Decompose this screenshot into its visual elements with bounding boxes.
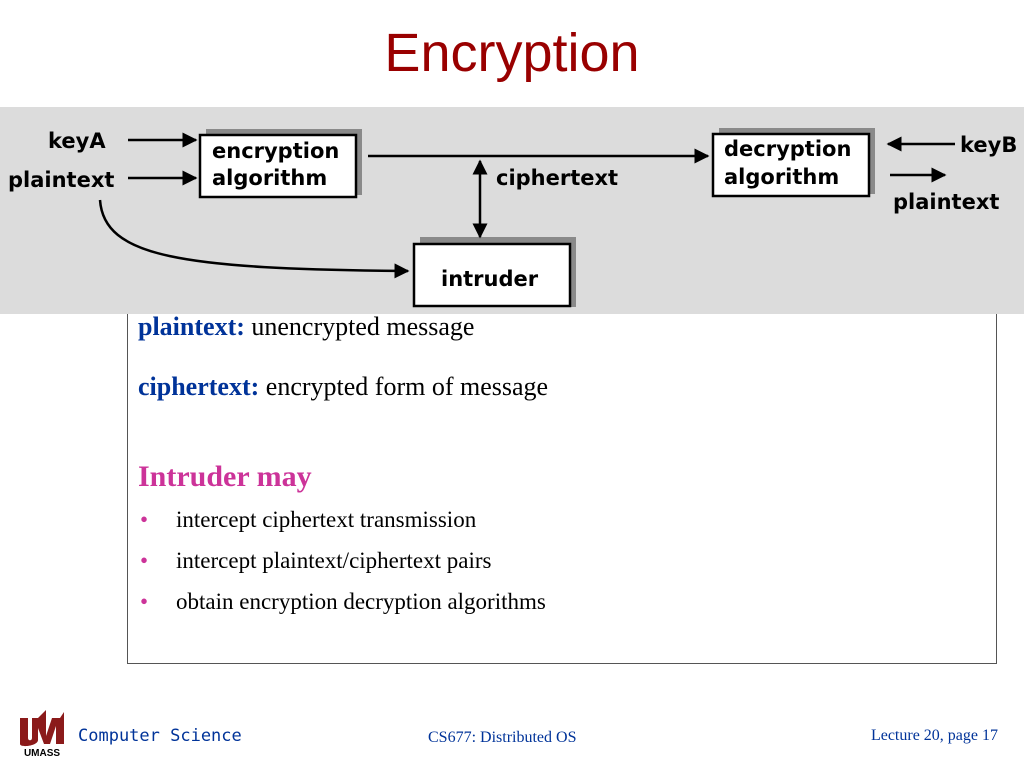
encryption-label-line1: encryption xyxy=(212,139,339,163)
plaintext-to-intruder-arrow xyxy=(98,199,410,279)
decryption-box xyxy=(711,132,871,198)
diagram-svg: keyA plaintext encryption algorithm ciph… xyxy=(8,128,1017,308)
ciphertext-label: ciphertext xyxy=(496,166,618,190)
decryption-label-line1: decryption xyxy=(724,137,851,161)
content-box: plaintext: unencrypted message ciphertex… xyxy=(127,312,997,664)
encryption-diagram: keyA plaintext encryption algorithm ciph… xyxy=(0,107,1024,314)
definition-text: encrypted form of message xyxy=(259,372,549,401)
definition-term: plaintext: xyxy=(138,312,245,341)
bullet-item: • obtain encryption decryption algorithms xyxy=(138,588,546,629)
decryption-label-line2: algorithm xyxy=(724,165,839,189)
keya-label: keyA xyxy=(48,129,106,153)
bullet-item: • intercept ciphertext transmission xyxy=(138,506,546,547)
umass-logo: UMASS xyxy=(16,708,68,758)
footer-department: Computer Science xyxy=(78,726,242,746)
definition-plaintext: plaintext: unencrypted message xyxy=(138,312,474,342)
bullet-dot: • xyxy=(140,548,149,573)
plaintext-out-label: plaintext xyxy=(893,190,999,214)
footer-course: CS677: Distributed OS xyxy=(428,729,577,746)
slide-title: Encryption xyxy=(384,23,640,83)
definition-text: unencrypted message xyxy=(244,312,475,341)
bullet-item: • intercept plaintext/ciphertext pairs xyxy=(138,547,546,588)
definition-ciphertext: ciphertext: encrypted form of message xyxy=(138,372,548,402)
intruder-box xyxy=(412,242,572,308)
bullet-text: obtain encryption decryption algorithms xyxy=(176,589,546,614)
bullet-text: intercept plaintext/ciphertext pairs xyxy=(176,548,492,573)
logo-text: UMASS xyxy=(24,748,60,758)
bullet-text: intercept ciphertext transmission xyxy=(176,507,477,532)
encryption-box xyxy=(198,133,358,199)
definition-term: ciphertext: xyxy=(138,372,260,401)
intruder-label: intruder xyxy=(441,267,539,291)
keyb-label: keyB xyxy=(960,133,1017,157)
encryption-label-line2: algorithm xyxy=(212,166,327,190)
bullet-dot: • xyxy=(140,589,149,614)
intruder-bullet-list: • intercept ciphertext transmission • inte… xyxy=(138,506,546,629)
intruder-heading: Intruder may xyxy=(138,460,312,493)
footer-page-number: Lecture 20, page 17 xyxy=(870,727,998,744)
plaintext-in-label: plaintext xyxy=(8,168,114,192)
bullet-dot: • xyxy=(140,507,149,532)
